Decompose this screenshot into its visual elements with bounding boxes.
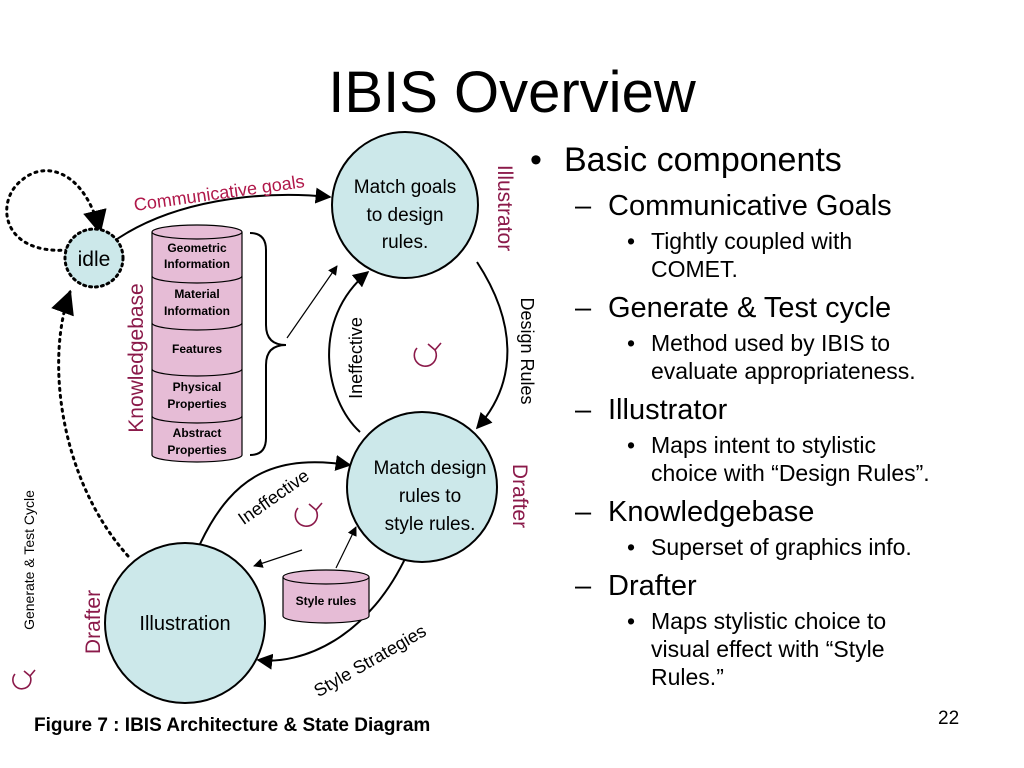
communicative-goals-label: Communicative goals	[133, 171, 306, 215]
kb-item-5-line1: Abstract	[173, 426, 222, 440]
bullet-detail: Tightly coupled with COMET.	[520, 227, 1020, 283]
figure-caption: Figure 7 : IBIS Architecture & State Dia…	[34, 715, 431, 736]
state-match-goals-line1: Match goals	[354, 177, 456, 198]
state-match-goals-line2: to design	[366, 205, 443, 226]
style-strategies-arrow	[256, 547, 411, 670]
bullet-section: Illustrator	[520, 393, 1020, 427]
bullet-list: Basic components Communicative Goals Tig…	[520, 135, 1020, 695]
style-rules-label: Style rules	[296, 594, 357, 608]
slide-title: IBIS Overview	[328, 60, 696, 125]
knowledgebase-brace	[249, 232, 287, 456]
kb-item-4-line2: Properties	[167, 397, 227, 411]
state-illustration-label: Illustration	[139, 613, 230, 635]
state-illustration	[104, 542, 266, 704]
bullet-section: Generate & Test cycle	[520, 291, 1020, 325]
ineffective-vertical-arrow	[328, 270, 370, 433]
ineffective-vertical-label: Ineffective	[346, 317, 366, 399]
kb-item-5-line2: Properties	[167, 443, 227, 457]
bullet-detail: Method used by IBIS to evaluate appropri…	[520, 329, 1020, 385]
kb-item-2-line2: Information	[164, 304, 230, 318]
style-rules-store	[282, 569, 370, 624]
kb-item-2-line1: Material	[174, 287, 219, 301]
state-match-design-line3: style rules.	[385, 514, 476, 535]
ineffective-diagonal-arrow	[199, 455, 352, 545]
state-match-design-line1: Match design	[373, 458, 486, 479]
bullet-detail-line: Maps intent to stylistic	[651, 432, 876, 458]
bullet-detail-line: Superset of graphics info.	[651, 534, 912, 560]
bullet-detail-line: visual effect with “Style	[651, 636, 885, 662]
kb-item-1-line2: Information	[164, 257, 230, 271]
style-rules-to-illustration-arrow	[253, 549, 303, 568]
bullet-detail-line: Maps stylistic choice to	[651, 608, 887, 634]
cycle-icon	[294, 502, 323, 527]
page-number: 22	[938, 708, 960, 729]
bullet-detail-line: Rules.”	[651, 664, 724, 690]
bullet-section: Knowledgebase	[520, 495, 1020, 529]
cycle-icon	[413, 342, 442, 367]
style-rules-to-match-arrow	[335, 526, 357, 569]
bullet-heading: Basic components	[520, 139, 1020, 181]
bullet-section: Drafter	[520, 569, 1020, 603]
kb-item-4-line1: Physical	[173, 380, 222, 394]
bullet-section: Communicative Goals	[520, 189, 1020, 223]
drafter-label-left: Drafter	[82, 590, 105, 654]
kb-item-1-line1: Geometric	[167, 241, 227, 255]
bullet-detail: Maps stylistic choice to visual effect w…	[520, 607, 1020, 691]
communicative-goals-arrow	[109, 187, 332, 245]
state-idle	[63, 227, 125, 289]
bullet-detail: Superset of graphics info.	[520, 533, 1020, 561]
bullet-detail-line: evaluate appropriateness.	[651, 358, 916, 384]
generate-test-cycle-label: Generate & Test Cycle	[21, 490, 37, 630]
state-match-design-line2: rules to	[399, 486, 461, 507]
state-match-design	[346, 411, 498, 563]
style-strategies-label: Style Strategies	[310, 621, 429, 701]
cycle-icon	[12, 669, 36, 690]
knowledgebase-label: Knowledgebase	[125, 283, 148, 432]
state-match-goals	[331, 131, 479, 279]
bullet-detail-line: choice with “Design Rules”.	[651, 460, 930, 486]
idle-self-loop	[5, 169, 107, 252]
illustrator-label: Illustrator	[493, 165, 516, 251]
bullet-detail-line: Method used by IBIS to	[651, 330, 891, 356]
knowledgebase-arrow	[286, 265, 338, 339]
knowledgebase-stack	[151, 224, 243, 463]
state-idle-label: idle	[78, 248, 111, 271]
kb-item-3: Features	[172, 342, 222, 356]
design-rules-arrow	[475, 261, 509, 430]
bullet-detail: Maps intent to stylistic choice with “De…	[520, 431, 1020, 487]
bullet-detail-line: Tightly coupled with	[651, 228, 853, 254]
ineffective-diagonal-label: Ineffective	[234, 465, 312, 528]
state-match-goals-line3: rules.	[382, 232, 428, 253]
bullet-detail-line: COMET.	[651, 256, 738, 282]
generate-test-arrow	[51, 289, 130, 558]
